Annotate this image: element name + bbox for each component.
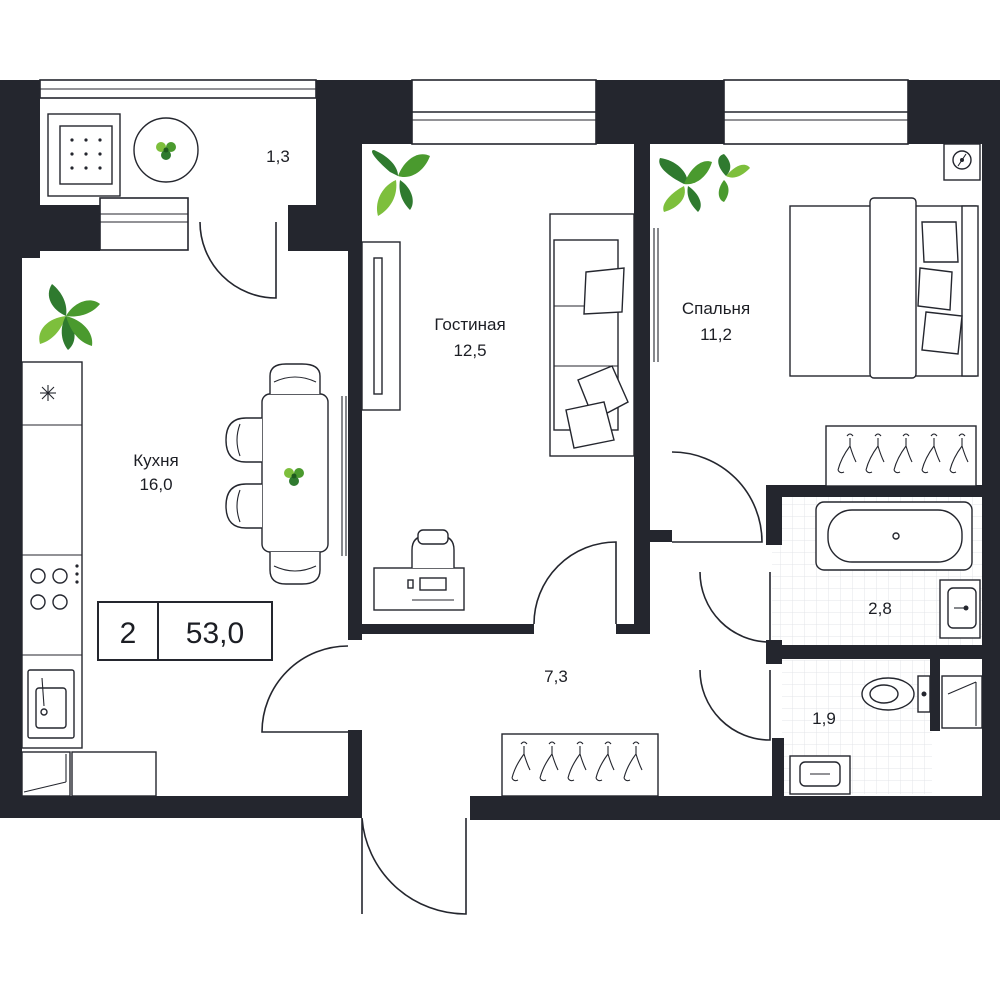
toilet-area: 1,9	[812, 709, 836, 728]
windows	[39, 79, 909, 251]
bedroom-sink-icon	[943, 143, 981, 181]
toilet-sink-icon	[789, 755, 851, 795]
entrance-door	[361, 817, 467, 915]
plant-icon	[371, 150, 430, 216]
sofa	[549, 213, 635, 457]
toilet-door	[699, 669, 771, 741]
living-door	[533, 541, 617, 625]
balcony-armchair	[47, 113, 121, 197]
bed	[789, 197, 979, 379]
tv-stand	[361, 241, 401, 411]
apartment-summary-badge: 2 53,0	[97, 601, 273, 661]
hallway-wardrobe	[501, 733, 659, 797]
bedroom-wardrobe	[825, 425, 977, 487]
walls	[0, 80, 1000, 820]
kitchen-cabinets	[21, 751, 157, 797]
living-area: 12,5	[453, 341, 486, 360]
bathroom-area: 2,8	[868, 599, 892, 618]
bathroom-door	[699, 571, 771, 643]
extractor-icon	[40, 385, 56, 401]
kitchen-door	[261, 645, 349, 733]
bathroom-sink-icon	[939, 579, 981, 639]
plant-icon	[659, 154, 750, 212]
toilet-icon	[861, 675, 931, 713]
desk	[373, 529, 465, 611]
hallway-area: 7,3	[544, 667, 568, 686]
bathtub	[815, 501, 973, 571]
kitchen-counter	[21, 361, 83, 749]
boiler-cabinet	[941, 675, 983, 729]
total-area: 53,0	[186, 617, 244, 650]
kitchen-area: 16,0	[139, 475, 172, 494]
hob-icon	[30, 564, 79, 610]
living-name: Гостиная	[434, 315, 505, 334]
bedroom-door	[671, 451, 763, 543]
dining-table	[225, 363, 329, 585]
bedroom-area: 11,2	[700, 325, 732, 344]
kitchen-name: Кухня	[133, 451, 179, 470]
balcony-table	[133, 117, 199, 183]
balcony-door	[199, 221, 277, 299]
balcony-area: 1,3	[266, 147, 290, 166]
bedroom-name: Спальня	[682, 299, 750, 318]
rooms-count: 2	[120, 617, 137, 650]
kitchen-sink-icon	[27, 669, 75, 739]
